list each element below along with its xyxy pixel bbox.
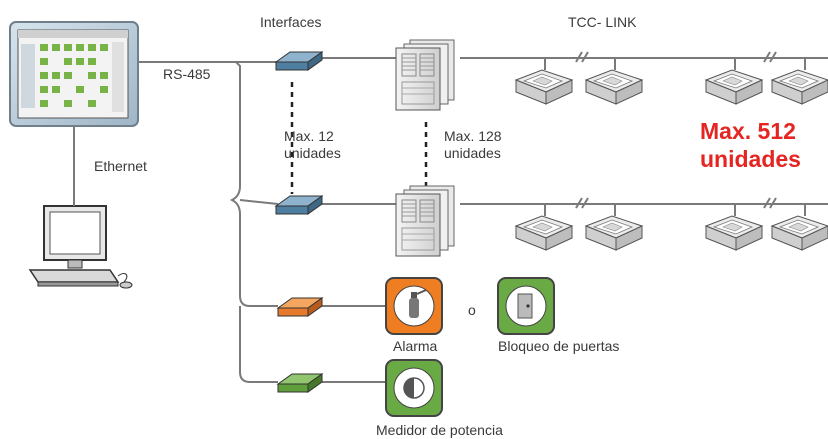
desktop-computer-icon — [28, 205, 133, 289]
label-tcc-link: TCC- LINK — [568, 14, 637, 30]
label-alarma: Alarma — [393, 338, 438, 354]
label-bloqueo-de-puertas: Bloqueo de puertas — [498, 338, 620, 354]
label-max-512-line1: Max. 512 — [700, 118, 796, 144]
label-max-12-line2: unidades — [284, 144, 341, 161]
cassette-unit-icon — [771, 215, 828, 251]
label-medidor-de-potencia: Medidor de potencia — [376, 422, 503, 438]
outdoor-unit-icon — [395, 185, 455, 257]
label-max-512: Max. 512 unidades — [700, 118, 801, 173]
interface-box-green — [276, 373, 324, 393]
label-or: o — [468, 302, 476, 318]
label-rs485: RS-485 — [163, 66, 211, 82]
label-max-128-line2: unidades — [444, 144, 501, 161]
cassette-unit-icon — [705, 215, 763, 251]
cassette-unit-icon — [771, 69, 828, 105]
label-interfaces: Interfaces — [260, 14, 322, 30]
alarm-extinguisher-icon — [385, 277, 443, 335]
cassette-unit-icon — [515, 69, 573, 105]
label-max-128-line1: Max. 128 — [444, 128, 502, 144]
door-lock-icon — [497, 277, 555, 335]
dashed-links — [290, 82, 428, 194]
touch-panel-icon — [9, 21, 139, 127]
label-max-512-line2: unidades — [700, 145, 801, 172]
outdoor-unit-icon — [395, 39, 455, 111]
cassette-unit-icon — [705, 69, 763, 105]
power-meter-icon — [385, 359, 443, 417]
cassette-unit-icon — [585, 69, 643, 105]
label-ethernet: Ethernet — [94, 158, 147, 174]
cassette-unit-icon — [585, 215, 643, 251]
wiring — [73, 51, 828, 383]
interface-box-orange — [276, 297, 324, 317]
cassette-unit-icon — [515, 215, 573, 251]
interface-box-2 — [274, 195, 324, 215]
label-max-128: Max. 128 unidades — [444, 128, 502, 162]
interface-box-1 — [274, 51, 324, 71]
label-max-12-line1: Max. 12 — [284, 128, 334, 144]
label-max-12: Max. 12 unidades — [284, 128, 341, 162]
